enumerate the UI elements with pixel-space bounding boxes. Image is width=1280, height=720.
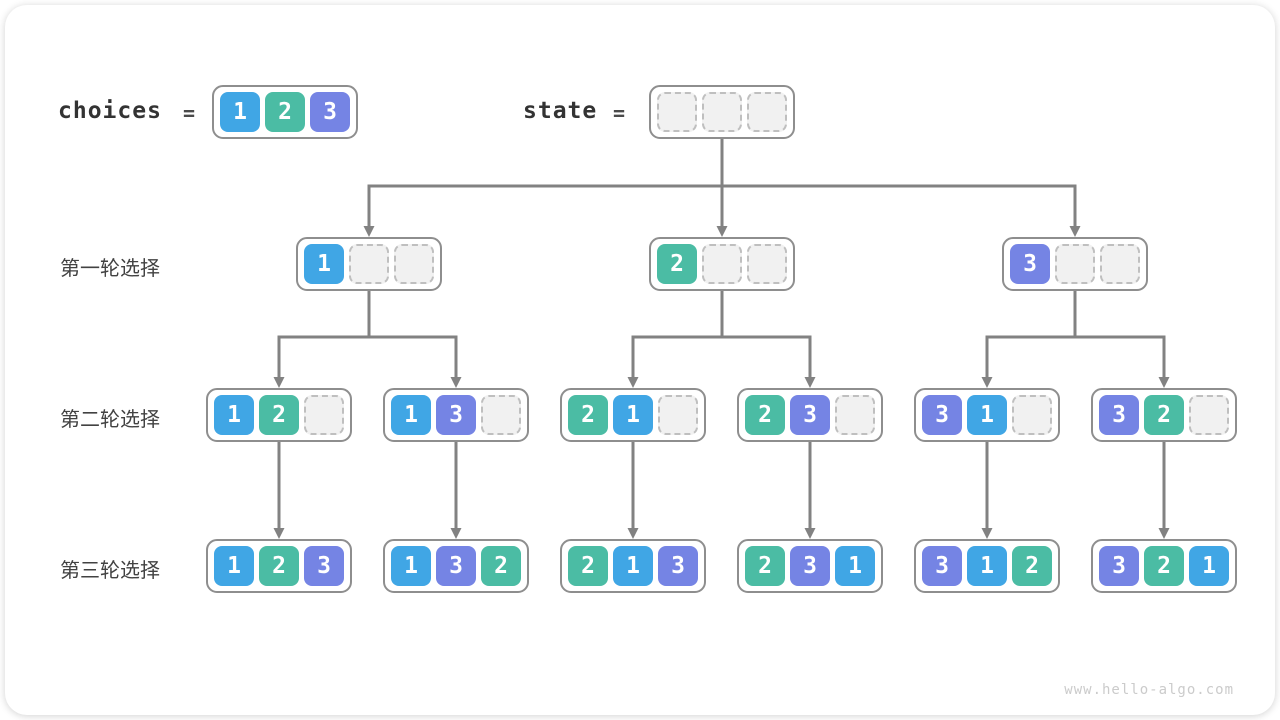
- empty-cell: [747, 92, 787, 132]
- cell-1: 1: [967, 395, 1007, 435]
- cell-1: 1: [304, 244, 344, 284]
- cell-2: 2: [1012, 546, 1052, 586]
- cell-3: 3: [790, 546, 830, 586]
- state-label: state: [523, 98, 598, 124]
- choices-label: choices: [58, 98, 162, 124]
- cell-1: 1: [391, 395, 431, 435]
- cell-2: 2: [481, 546, 521, 586]
- cell-3: 3: [436, 395, 476, 435]
- watermark: www.hello-algo.com: [1064, 682, 1234, 698]
- state-equals-sign: =: [613, 101, 626, 125]
- cell-2: 2: [259, 546, 299, 586]
- cell-3: 3: [436, 546, 476, 586]
- empty-cell: [657, 92, 697, 132]
- empty-cell: [835, 395, 875, 435]
- empty-cell: [747, 244, 787, 284]
- cell-2: 2: [657, 244, 697, 284]
- cell-1: 1: [214, 546, 254, 586]
- cell-2: 2: [745, 546, 785, 586]
- cell-3: 3: [922, 546, 962, 586]
- cell-2: 2: [568, 395, 608, 435]
- empty-cell: [658, 395, 698, 435]
- empty-cell: [702, 244, 742, 284]
- cell-3: 3: [922, 395, 962, 435]
- empty-cell: [304, 395, 344, 435]
- diagram-card: [5, 5, 1275, 715]
- cell-1: 1: [613, 395, 653, 435]
- empty-cell: [1189, 395, 1229, 435]
- empty-cell: [481, 395, 521, 435]
- state-node: 1: [296, 237, 442, 291]
- cell-2: 2: [745, 395, 785, 435]
- cell-1: 1: [967, 546, 1007, 586]
- choices-equals-sign: =: [183, 101, 196, 125]
- cell-2: 2: [1144, 395, 1184, 435]
- empty-cell: [349, 244, 389, 284]
- cell-3: 3: [1099, 546, 1139, 586]
- state-node: 3: [1002, 237, 1148, 291]
- cell-3: 3: [1010, 244, 1050, 284]
- cell-1: 1: [835, 546, 875, 586]
- state-box: [649, 85, 795, 139]
- cell-3: 3: [310, 92, 350, 132]
- empty-cell: [1100, 244, 1140, 284]
- empty-cell: [1012, 395, 1052, 435]
- round-1-label: 第一轮选择: [60, 258, 160, 280]
- cell-3: 3: [304, 546, 344, 586]
- round-2-label: 第二轮选择: [60, 409, 160, 431]
- empty-cell: [702, 92, 742, 132]
- cell-3: 3: [658, 546, 698, 586]
- cell-1: 1: [220, 92, 260, 132]
- cell-3: 3: [1099, 395, 1139, 435]
- cell-1: 1: [1189, 546, 1229, 586]
- cell-1: 1: [214, 395, 254, 435]
- cell-2: 2: [265, 92, 305, 132]
- round-3-label: 第三轮选择: [60, 560, 160, 582]
- cell-1: 1: [613, 546, 653, 586]
- cell-1: 1: [391, 546, 431, 586]
- cell-2: 2: [568, 546, 608, 586]
- cell-3: 3: [790, 395, 830, 435]
- empty-cell: [394, 244, 434, 284]
- cell-2: 2: [259, 395, 299, 435]
- cell-2: 2: [1144, 546, 1184, 586]
- empty-cell: [1055, 244, 1095, 284]
- state-node: 2: [649, 237, 795, 291]
